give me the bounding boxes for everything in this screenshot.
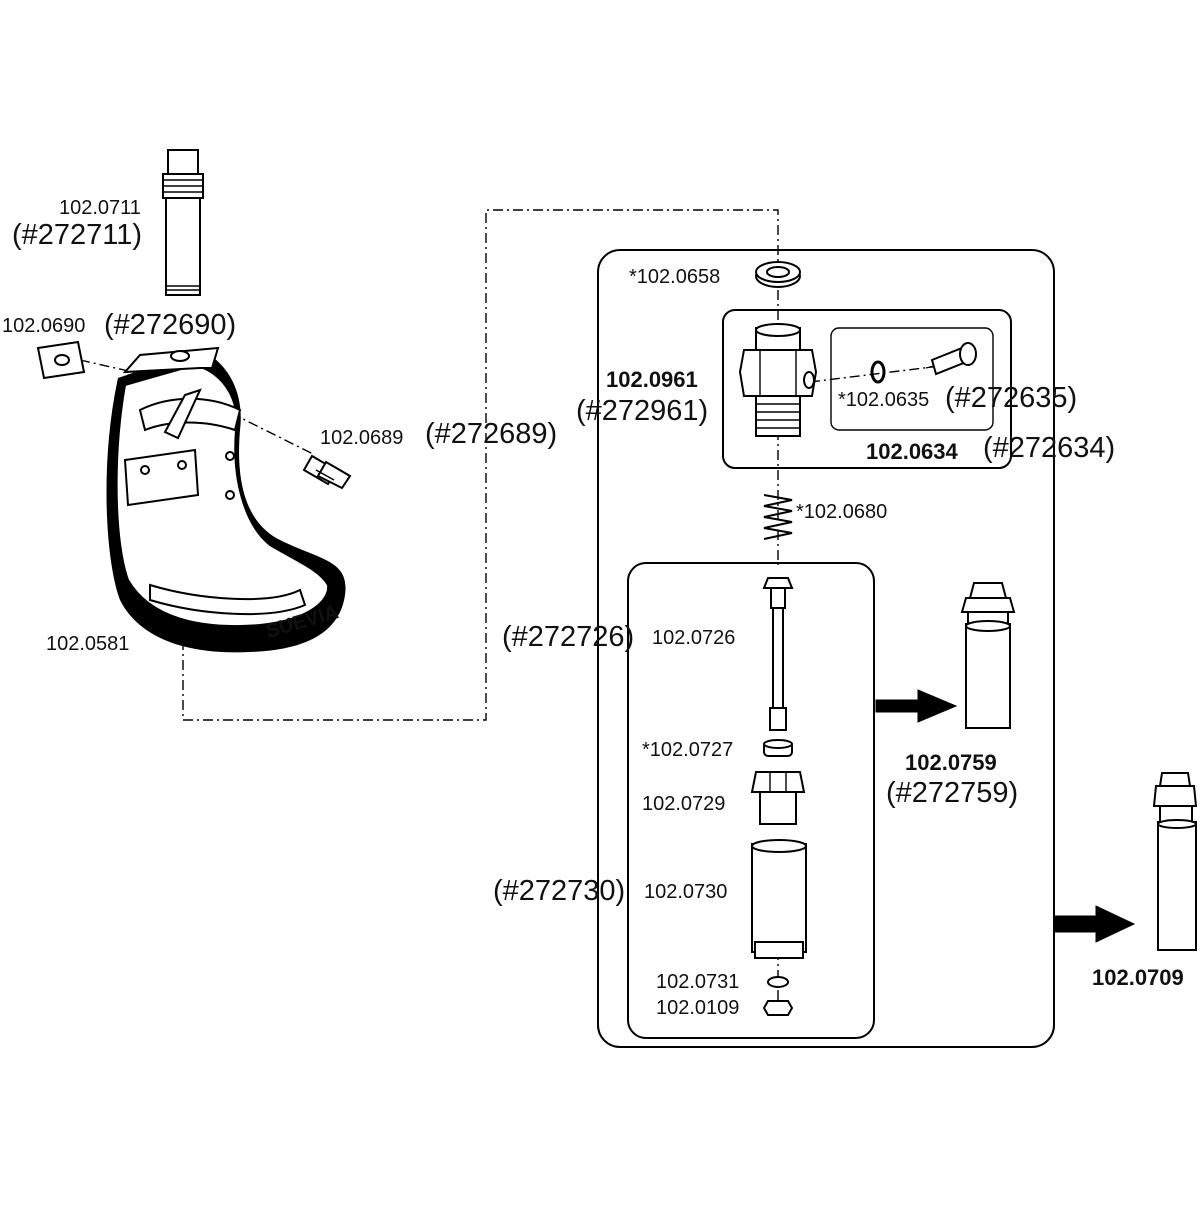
nut-body-code: 102.0729 <box>642 793 726 815</box>
stem-ring-code: *102.0727 <box>642 739 734 761</box>
washer-top-drawing <box>755 261 801 288</box>
sleeve-drawing <box>751 839 807 959</box>
washer-top-code: *102.0658 <box>629 266 721 288</box>
pipe-top-code: 102.0711 <box>59 197 141 219</box>
assembly-a-drawing <box>960 582 1016 729</box>
valve-body-drawing <box>738 323 818 437</box>
plug-screw-drawing <box>925 342 977 376</box>
bowl-drawing <box>106 346 346 653</box>
valve-set-ref: (#272634) <box>983 432 1116 464</box>
pipe-top-drawing <box>162 149 204 296</box>
screw-drawing <box>302 454 352 490</box>
spring-code: *102.0680 <box>796 501 888 523</box>
stem-group-box <box>627 562 875 1039</box>
connection-line <box>182 209 779 721</box>
sleeve-ref: (#272730) <box>493 875 626 907</box>
spring-drawing <box>763 494 793 540</box>
assembly-a-ref: (#272759) <box>886 777 1019 809</box>
screw-code: 102.0689 <box>320 427 404 449</box>
small-washer-drawing <box>767 976 789 988</box>
valve-set-code: 102.0634 <box>866 439 958 464</box>
assembly-a-code: 102.0759 <box>905 750 997 775</box>
pipe-top-ref: (#272711) <box>12 219 143 251</box>
arrow-to-assembly-b <box>1053 905 1136 943</box>
stem-drawing <box>762 577 794 731</box>
oring-set-box <box>830 327 994 431</box>
screw-ref: (#272689) <box>425 418 558 450</box>
valve-body-box <box>722 309 1012 469</box>
oring-ref: (#272635) <box>945 382 1078 414</box>
oring-code: *102.0635 <box>838 389 930 411</box>
valve-body-code: 102.0961 <box>606 367 698 392</box>
bowl-code: 102.0581 <box>46 633 130 655</box>
nut-body-drawing <box>750 771 806 825</box>
small-nut-code: 102.0109 <box>656 997 740 1019</box>
clamp-code: 102.0690 <box>2 315 86 337</box>
stem-code: 102.0726 <box>652 627 736 649</box>
clamp-ref: (#272690) <box>104 309 237 341</box>
assembly-b-drawing <box>1152 772 1198 951</box>
oring-drawing <box>870 360 886 384</box>
valve-group-box <box>597 249 1055 1048</box>
assembly-b-code: 102.0709 <box>1092 965 1184 990</box>
stem-ring-drawing <box>763 739 793 757</box>
valve-body-ref: (#272961) <box>576 395 709 427</box>
small-nut-drawing <box>762 1000 794 1016</box>
stem-ref: (#272726) <box>502 621 635 653</box>
arrow-to-assembly-a <box>875 689 958 723</box>
small-washer-code: 102.0731 <box>656 971 740 993</box>
clamp-drawing <box>36 340 86 380</box>
sleeve-code: 102.0730 <box>644 881 728 903</box>
